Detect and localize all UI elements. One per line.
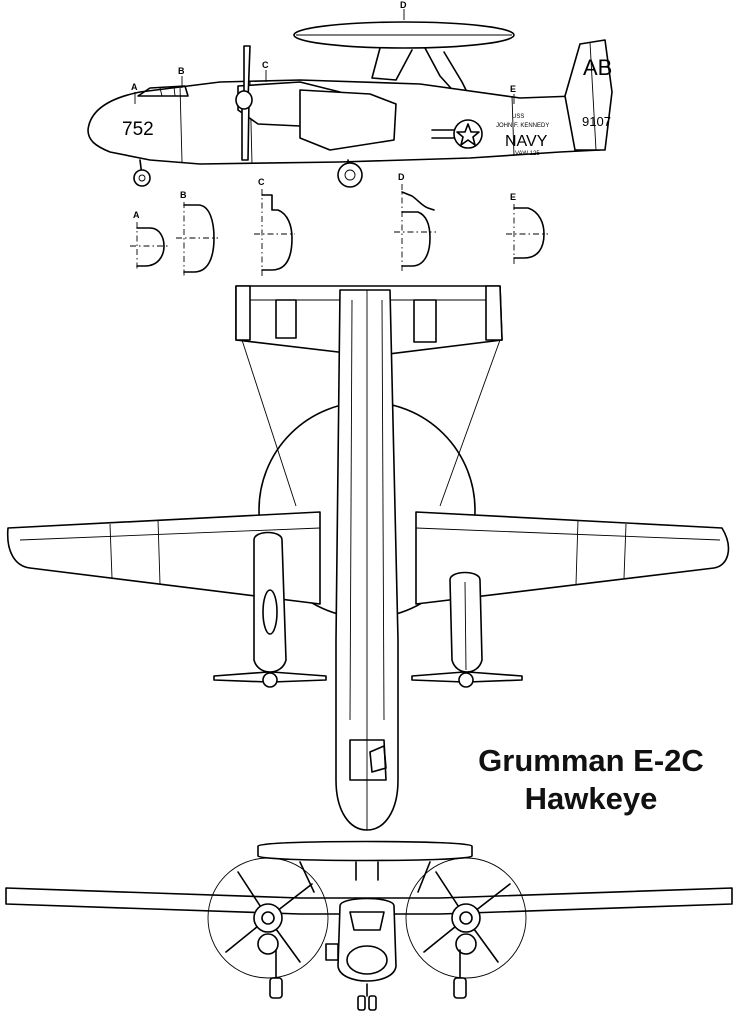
marker-e-top: E (510, 84, 516, 94)
marker-d: D (398, 172, 405, 182)
serial-number: 9107 (582, 114, 611, 129)
title-line-2: Hawkeye (524, 781, 658, 816)
cross-sections: A B C D E (130, 172, 548, 276)
side-section-markers: A B C D E (131, 0, 516, 104)
squadron-marking: VAW 125 (515, 151, 540, 157)
title-block: Grumman E-2C Hawkeye (455, 742, 727, 818)
marker-b: B (180, 190, 187, 200)
title-line-1: Grumman E-2C (478, 743, 704, 778)
section-e: E (506, 192, 548, 266)
front-fuselage (325, 897, 397, 982)
section-c: C (254, 177, 295, 276)
section-d: D (394, 172, 436, 272)
modex-number: 752 (122, 119, 154, 140)
marker-a: A (133, 210, 140, 220)
top-nacelles (253, 531, 483, 673)
section-b: B (176, 190, 218, 276)
side-markings: 752 AB 9107 NAVY USS JOHN F. KENNEDY VAW… (122, 55, 612, 157)
front-view (5, 840, 733, 1011)
top-view (6, 285, 730, 831)
marker-a-top: A (131, 82, 138, 92)
marker-c: C (258, 177, 265, 187)
front-landing-gear (269, 949, 467, 1011)
front-rotodome (257, 840, 473, 862)
marker-c-top: C (262, 60, 269, 70)
front-propeller-discs (207, 857, 527, 979)
tail-code: AB (583, 55, 612, 80)
service-marking: NAVY (505, 133, 548, 150)
side-fuselage (87, 39, 613, 165)
marker-d-top: D (400, 0, 407, 10)
section-a: A (130, 210, 170, 270)
ship-line-1: USS (512, 114, 524, 120)
side-landing-gear (133, 159, 363, 188)
marker-b-top: B (178, 66, 185, 76)
side-view: 752 AB 9107 NAVY USS JOHN F. KENNEDY VAW… (87, 0, 613, 188)
ship-line-2: JOHN F. KENNEDY (496, 123, 549, 129)
top-propellers (213, 671, 523, 688)
side-rotodome (293, 21, 515, 113)
top-fuselage (335, 289, 399, 831)
marker-e: E (510, 192, 516, 202)
